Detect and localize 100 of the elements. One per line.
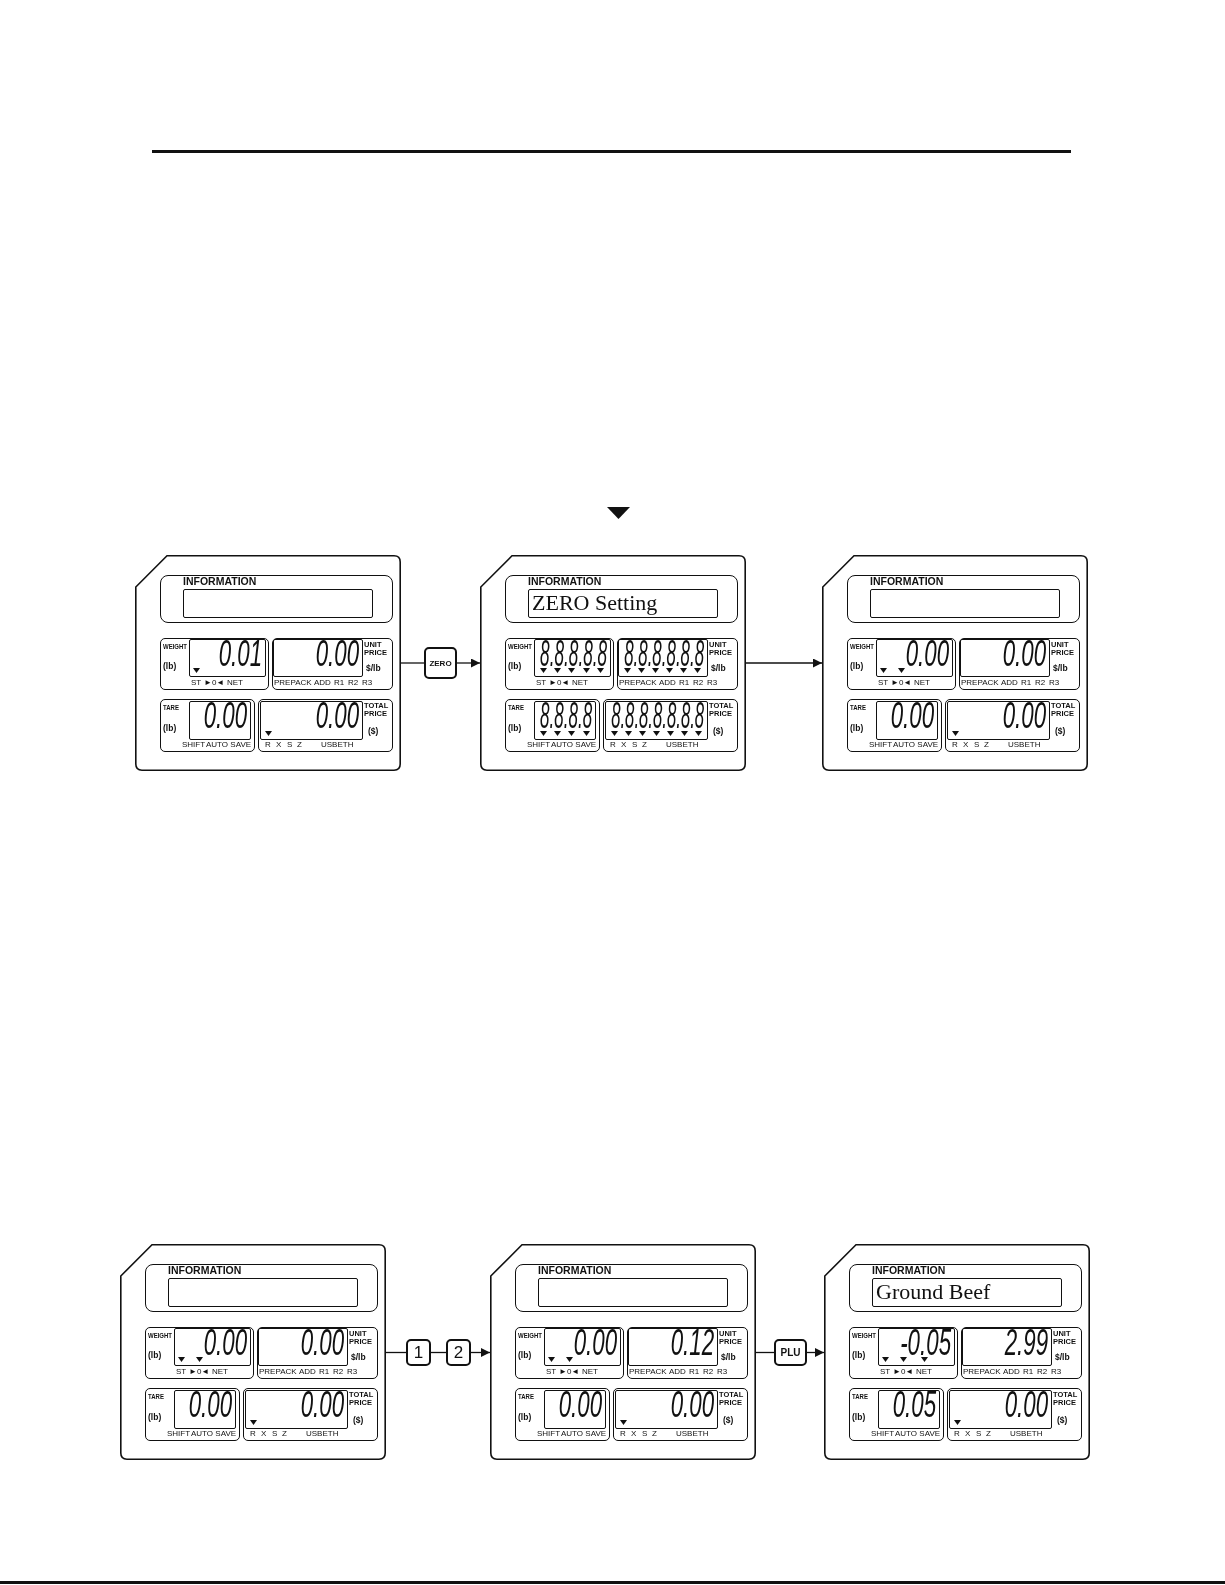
indicator-label: R1 (679, 679, 690, 688)
display-label: WEIGHT (163, 643, 187, 652)
indicator-label: ►0◄ (893, 1368, 914, 1377)
total-price-display (603, 699, 738, 752)
lcd-digits: 0.00 (558, 1391, 602, 1418)
unit-label: $/lb (366, 664, 381, 674)
indicator-label: X (621, 741, 627, 750)
indicator-label: ►0◄ (891, 679, 912, 688)
scale-display-panel (490, 1244, 756, 1460)
keypad-key: PLU (774, 1339, 807, 1366)
section-heading: INFORMATION (528, 576, 602, 588)
indicator-label: USBETH (306, 1430, 339, 1439)
indicator-label: ST (880, 1368, 891, 1377)
tare-display (505, 699, 600, 752)
indicator-label: AUTO SAVE (191, 1430, 237, 1439)
indicator-label: Z (282, 1430, 287, 1439)
display-label: WEIGHT (852, 1332, 876, 1341)
unit-label: ($) (713, 727, 724, 737)
section-heading: INFORMATION (872, 1265, 946, 1277)
unit-label: ($) (353, 1416, 364, 1426)
unit-label: (lb) (163, 662, 177, 672)
lcd-digits: 0.00 (300, 1391, 344, 1418)
indicator-label: R1 (1023, 1368, 1034, 1377)
unit-price-display (627, 1327, 748, 1379)
indicator-label: X (963, 741, 969, 750)
weight-display (505, 638, 614, 690)
arrow (456, 658, 481, 668)
arrow (470, 1348, 491, 1357)
unit-label: (lb) (508, 724, 522, 734)
unit-label: (lb) (508, 662, 522, 672)
total-price-display (945, 699, 1080, 752)
weight-display (160, 638, 269, 690)
connector-line (385, 1351, 407, 1354)
info-screen (183, 589, 373, 618)
unit-price-display (617, 638, 738, 690)
indicator-label: R (250, 1430, 256, 1439)
unit-price-display (961, 1327, 1082, 1379)
indicator-label: NET (582, 1368, 598, 1377)
indicator-label: S (632, 741, 638, 750)
info-screen (168, 1278, 358, 1307)
indicator-label: R3 (707, 679, 718, 688)
keypad-key: 2 (446, 1339, 471, 1366)
display-label: WEIGHT (148, 1332, 172, 1341)
display-label: TARE (508, 704, 524, 713)
unit-label: $/lb (1053, 664, 1068, 674)
indicator-label: NET (212, 1368, 228, 1377)
indicator-label: PREPACK (961, 679, 999, 688)
information-panel (847, 575, 1080, 623)
unit-label: $/lb (711, 664, 726, 674)
indicator-label: Z (297, 741, 302, 750)
indicator-label: USBETH (666, 741, 699, 750)
lcd-digits: 8.8.8.8.8 (540, 640, 607, 667)
lcd-digits: 0.00 (300, 1329, 344, 1356)
indicator-label: PREPACK (274, 679, 312, 688)
display-label: WEIGHT (518, 1332, 542, 1341)
section-heading: INFORMATION (870, 576, 944, 588)
unit-label: ($) (723, 1416, 734, 1426)
indicator-label: NET (914, 679, 930, 688)
indicator-label: R (610, 741, 616, 750)
indicator-label: S (642, 1430, 648, 1439)
lcd-digits: 0.00 (1002, 640, 1046, 667)
scale-display-panel (822, 555, 1088, 771)
indicator-label: X (261, 1430, 267, 1439)
indicator-label: Z (984, 741, 989, 750)
weight-display (847, 638, 956, 690)
unit-price-display (959, 638, 1080, 690)
display-label: WEIGHT (508, 643, 532, 652)
indicator-label: SHIFT (537, 1430, 561, 1439)
tare-display (849, 1388, 944, 1441)
unit-label: (lb) (850, 724, 864, 734)
lcd-digits: 0.00 (203, 1329, 247, 1356)
indicator-label: SHIFT (182, 741, 206, 750)
indicator-label: X (965, 1430, 971, 1439)
unit-label: (lb) (518, 1351, 532, 1361)
indicator-label: R1 (689, 1368, 700, 1377)
lcd-digits: 8.8.8.8.8.8.8 (611, 702, 704, 729)
indicator-label: ►0◄ (189, 1368, 210, 1377)
information-panel (515, 1264, 748, 1312)
display-label: WEIGHT (850, 643, 874, 652)
info-screen (538, 1278, 728, 1307)
information-panel (160, 575, 393, 623)
indicator-label: S (976, 1430, 982, 1439)
unit-label: $/lb (351, 1353, 366, 1363)
indicator-label: X (631, 1430, 637, 1439)
unit-label: (lb) (163, 724, 177, 734)
indicator-label: R (952, 741, 958, 750)
lcd-digits: 0.00 (670, 1391, 714, 1418)
lcd-digits: 2.99 (1004, 1329, 1048, 1356)
indicator-label: ST (546, 1368, 557, 1377)
scale-display-panel (135, 555, 401, 771)
indicator-label: ►0◄ (549, 679, 570, 688)
indicator-label: PREPACK (619, 679, 657, 688)
information-panel (505, 575, 738, 623)
indicator-label: R1 (334, 679, 345, 688)
indicator-label: ADD (1003, 1368, 1020, 1377)
keypad-key: 1 (406, 1339, 431, 1366)
indicator-label: AUTO SAVE (561, 1430, 607, 1439)
indicator-label: PREPACK (963, 1368, 1001, 1377)
arrow (806, 1348, 825, 1357)
indicator-label: R3 (362, 679, 373, 688)
